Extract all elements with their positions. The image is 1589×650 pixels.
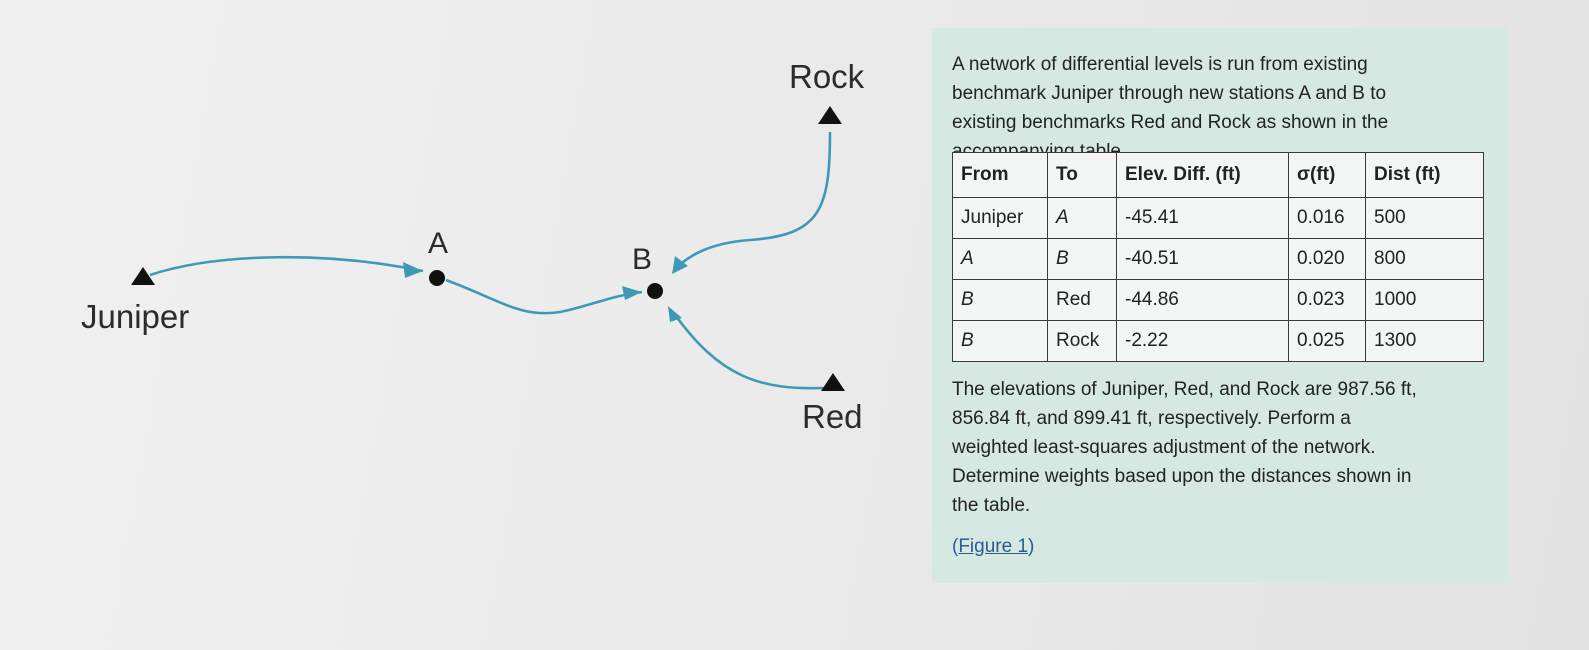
cell-elev-diff: -2.22	[1116, 320, 1289, 362]
header-to: To	[1047, 152, 1117, 198]
problem-instructions-text: The elevations of Juniper, Red, and Rock…	[952, 379, 1417, 516]
figure-link-open-paren: (	[952, 536, 959, 557]
arrow-at-b-from-a	[622, 286, 642, 300]
cell-from: B	[952, 279, 1048, 321]
cell-to: B	[1047, 238, 1117, 280]
benchmark-triangle-rock	[818, 106, 842, 124]
figure-link-label[interactable]: Figure 1	[958, 536, 1029, 557]
cell-dist: 500	[1365, 197, 1484, 239]
figure-1-link[interactable]: (Figure 1)	[952, 536, 1034, 558]
network-lines	[149, 131, 832, 390]
level-data-table: From To Elev. Diff. (ft) σ(ft) Dist (ft)…	[952, 152, 1484, 362]
line-red-to-b	[671, 311, 826, 390]
cell-dist: 800	[1365, 238, 1484, 280]
cell-from: Juniper	[952, 197, 1048, 239]
cell-sigma: 0.020	[1288, 238, 1366, 280]
line-juniper-to-a	[149, 255, 424, 277]
benchmark-triangle-red	[821, 373, 845, 391]
arrowheads	[403, 256, 688, 322]
arrow-at-b-from-rock	[672, 256, 688, 274]
table-header-row: From To Elev. Diff. (ft) σ(ft) Dist (ft)	[952, 152, 1484, 198]
figure-link-close-paren: )	[1028, 536, 1035, 557]
level-network-diagram	[131, 106, 845, 391]
header-elev-diff: Elev. Diff. (ft)	[1116, 152, 1289, 198]
cell-to: Rock	[1047, 320, 1117, 362]
problem-intro-text: A network of differential levels is run …	[952, 54, 1389, 162]
cell-sigma: 0.016	[1288, 197, 1366, 239]
label-juniper: Juniper	[81, 298, 190, 335]
cell-to: Red	[1047, 279, 1117, 321]
header-dist: Dist (ft)	[1365, 152, 1484, 198]
arrow-at-a	[403, 262, 423, 278]
label-station-a: A	[428, 227, 449, 260]
cell-sigma: 0.025	[1288, 320, 1366, 362]
benchmark-triangle-juniper	[131, 267, 155, 285]
table-row: B Rock -2.22 0.025 1300	[952, 320, 1484, 362]
label-red: Red	[802, 398, 863, 435]
label-station-b: B	[632, 243, 653, 276]
cell-elev-diff: -44.86	[1116, 279, 1289, 321]
cell-dist: 1000	[1365, 279, 1484, 321]
arrow-at-b-from-red	[668, 306, 682, 322]
cell-sigma: 0.023	[1288, 279, 1366, 321]
station-dot-b	[647, 283, 663, 299]
cell-from: A	[952, 238, 1048, 280]
header-from: From	[952, 152, 1048, 198]
table-row: B Red -44.86 0.023 1000	[952, 279, 1484, 321]
label-rock: Rock	[789, 58, 865, 95]
problem-panel: A network of differential levels is run …	[932, 28, 1508, 583]
line-rock-to-b	[675, 131, 832, 269]
station-dot-a	[429, 270, 445, 286]
cell-elev-diff: -45.41	[1116, 197, 1289, 239]
header-sigma: σ(ft)	[1288, 152, 1366, 198]
cell-elev-diff: -40.51	[1116, 238, 1289, 280]
cell-from: B	[952, 320, 1048, 362]
table-row: Juniper A -45.41 0.016 500	[952, 197, 1484, 239]
cell-dist: 1300	[1365, 320, 1484, 362]
cell-to: A	[1047, 197, 1117, 239]
line-a-to-b	[445, 278, 643, 315]
table-row: A B -40.51 0.020 800	[952, 238, 1484, 280]
